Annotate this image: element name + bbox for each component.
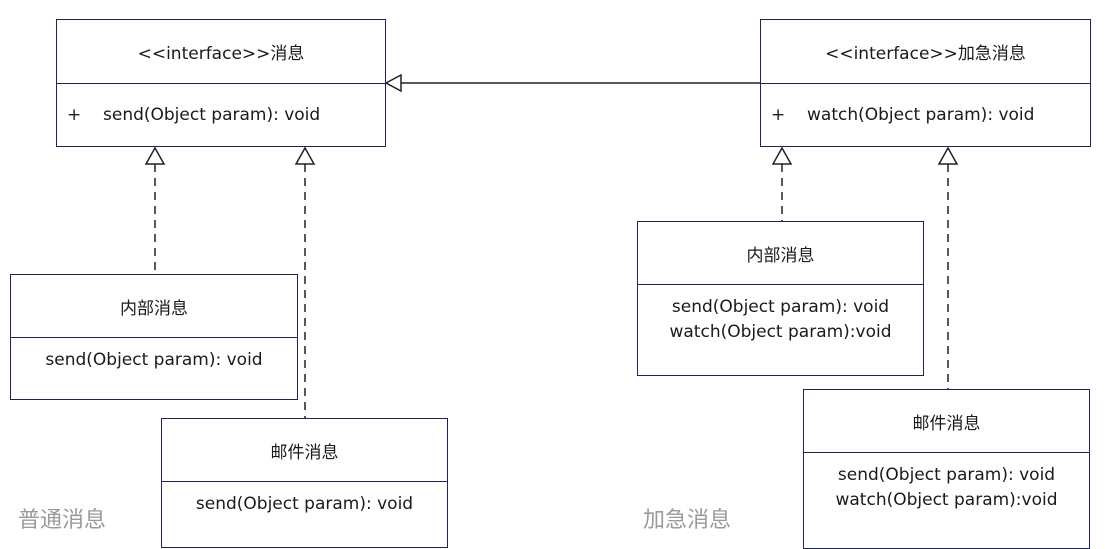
hollow-triangle-icon xyxy=(144,146,166,165)
realization-arrow-normal-email xyxy=(294,146,316,418)
visibility-marker: + xyxy=(67,105,82,125)
operation-signature: watch(Object param):void xyxy=(669,322,892,342)
class-urgent-internal[interactable]: 内部消息 send(Object param): void watch(Obje… xyxy=(637,221,924,376)
interface-message-members: + send(Object param): void xyxy=(57,84,385,146)
operation-signature: watch(Object param): void xyxy=(807,105,1035,125)
class-urgent-email-title: 邮件消息 xyxy=(804,390,1089,453)
class-normal-email-title: 邮件消息 xyxy=(162,419,447,482)
connectors-layer xyxy=(144,73,959,418)
class-normal-email-operations: send(Object param): void xyxy=(162,482,447,547)
class-urgent-internal-operations: send(Object param): void watch(Object pa… xyxy=(638,285,923,375)
class-normal-internal-operations: send(Object param): void xyxy=(11,338,297,399)
operation-signature: send(Object param): void xyxy=(195,494,414,514)
hollow-triangle-icon xyxy=(384,73,402,93)
class-normal-internal[interactable]: 内部消息 send(Object param): void xyxy=(10,274,298,400)
operation-signature: send(Object param): void xyxy=(837,465,1056,485)
hollow-triangle-icon xyxy=(937,146,959,165)
member-row: + send(Object param): void xyxy=(57,84,385,146)
operation-signature: send(Object param): void xyxy=(103,105,321,125)
operation-signature: send(Object param): void xyxy=(45,350,263,370)
interface-message-title: <<interface>>消息 xyxy=(57,20,385,84)
operation-signature: watch(Object param):void xyxy=(835,490,1058,510)
caption-urgent-group: 加急消息 xyxy=(643,508,732,533)
class-urgent-internal-title: 内部消息 xyxy=(638,222,923,285)
visibility-marker: + xyxy=(771,105,786,125)
generalization-arrow xyxy=(384,73,760,93)
hollow-triangle-icon xyxy=(294,146,316,165)
interface-urgent-message[interactable]: <<interface>>加急消息 + watch(Object param):… xyxy=(760,19,1091,147)
interface-message[interactable]: <<interface>>消息 + send(Object param): vo… xyxy=(56,19,386,147)
member-row: + watch(Object param): void xyxy=(761,84,1090,146)
class-normal-email[interactable]: 邮件消息 send(Object param): void xyxy=(161,418,448,548)
class-normal-internal-title: 内部消息 xyxy=(11,275,297,338)
interface-urgent-message-members: + watch(Object param): void xyxy=(761,84,1090,146)
caption-normal-group: 普通消息 xyxy=(18,508,107,533)
realization-arrow-urgent-internal xyxy=(771,146,793,221)
interface-urgent-message-title: <<interface>>加急消息 xyxy=(761,20,1090,84)
class-urgent-email[interactable]: 邮件消息 send(Object param): void watch(Obje… xyxy=(803,389,1090,549)
operation-signature: send(Object param): void xyxy=(671,297,890,317)
class-urgent-email-operations: send(Object param): void watch(Object pa… xyxy=(804,453,1089,548)
realization-arrow-urgent-email xyxy=(937,146,959,389)
hollow-triangle-icon xyxy=(771,146,793,165)
realization-arrow-normal-internal xyxy=(144,146,166,274)
